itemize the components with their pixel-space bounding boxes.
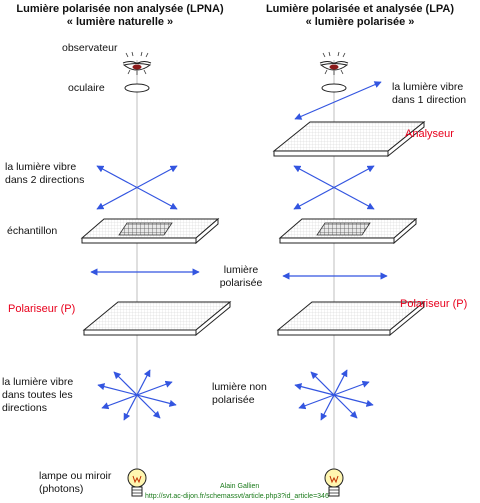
right-title: Lumière polarisée et analysée (LPA) « lu… xyxy=(240,3,480,29)
right-title-line1: Lumière polarisée et analysée (LPA) xyxy=(265,3,455,15)
one-direction-line2: dans 1 direction xyxy=(392,94,467,106)
left-title: Lumière polarisée non analysée (LPNA) « … xyxy=(0,3,240,29)
left-lamp-icon xyxy=(127,468,147,497)
left-polarizer-plate xyxy=(82,300,232,337)
left-polarizer-label: Polariseur (P) xyxy=(8,303,76,315)
right-eyepiece-lens xyxy=(321,83,347,93)
right-title-line2: « lumière polarisée » xyxy=(305,16,415,28)
left-eyepiece-lens xyxy=(124,83,150,93)
right-eye-icon xyxy=(319,51,349,75)
analyzer-plate xyxy=(272,120,426,158)
right-polarizer-plate xyxy=(276,300,426,337)
all-directions-label: la lumière vibre dans toutes les directi… xyxy=(2,376,102,415)
right-lamp-icon xyxy=(324,468,344,497)
non-polarized-light-label: lumière non polarisée xyxy=(212,381,287,407)
right-polarizer-label: Polariseur (P) xyxy=(400,298,468,310)
left-title-line1: Lumière polarisée non analysée (LPNA) xyxy=(16,3,224,15)
right-sample-slide xyxy=(278,217,418,245)
left-eye-icon xyxy=(122,51,152,75)
polarized-light-label: lumière polarisée xyxy=(205,264,277,290)
right-all-direction-arrows xyxy=(294,369,374,421)
right-two-direction-arrows xyxy=(293,165,375,210)
one-direction-arrow xyxy=(294,81,382,120)
two-directions-line2: dans 2 directions xyxy=(5,174,85,186)
lamp-line2: (photons) xyxy=(39,483,84,495)
lamp-line1: lampe ou miroir xyxy=(39,470,112,482)
left-two-direction-arrows xyxy=(96,165,178,210)
two-directions-line1: la lumière vibre xyxy=(5,161,77,173)
eyepiece-label: oculaire xyxy=(68,82,105,94)
all-directions-line1: la lumière vibre xyxy=(2,376,74,388)
all-directions-line3: directions xyxy=(2,402,47,414)
left-all-direction-arrows xyxy=(97,369,177,421)
left-title-line2: « lumière naturelle » xyxy=(66,16,174,28)
non-polarized-line1: lumière non xyxy=(212,381,267,393)
one-direction-label: la lumière vibre dans 1 direction xyxy=(392,81,480,107)
left-sample-slide xyxy=(80,217,220,245)
all-directions-line2: dans toutes les xyxy=(2,389,73,401)
credit-url-link[interactable]: http://svt.ac-dijon.fr/schemassvt/articl… xyxy=(145,493,329,500)
two-directions-label: la lumière vibre dans 2 directions xyxy=(5,161,100,187)
analyzer-label: Analyseur xyxy=(405,128,454,140)
credit-author: Alain Gallien xyxy=(220,483,260,490)
sample-label: échantillon xyxy=(7,225,58,237)
polarized-light-line2: polarisée xyxy=(219,277,263,289)
lamp-label: lampe ou miroir (photons) xyxy=(39,470,129,496)
one-direction-line1: la lumière vibre xyxy=(392,81,464,93)
non-polarized-line2: polarisée xyxy=(212,394,255,406)
polarized-light-line1: lumière xyxy=(223,264,259,276)
observer-label: observateur xyxy=(62,42,118,54)
